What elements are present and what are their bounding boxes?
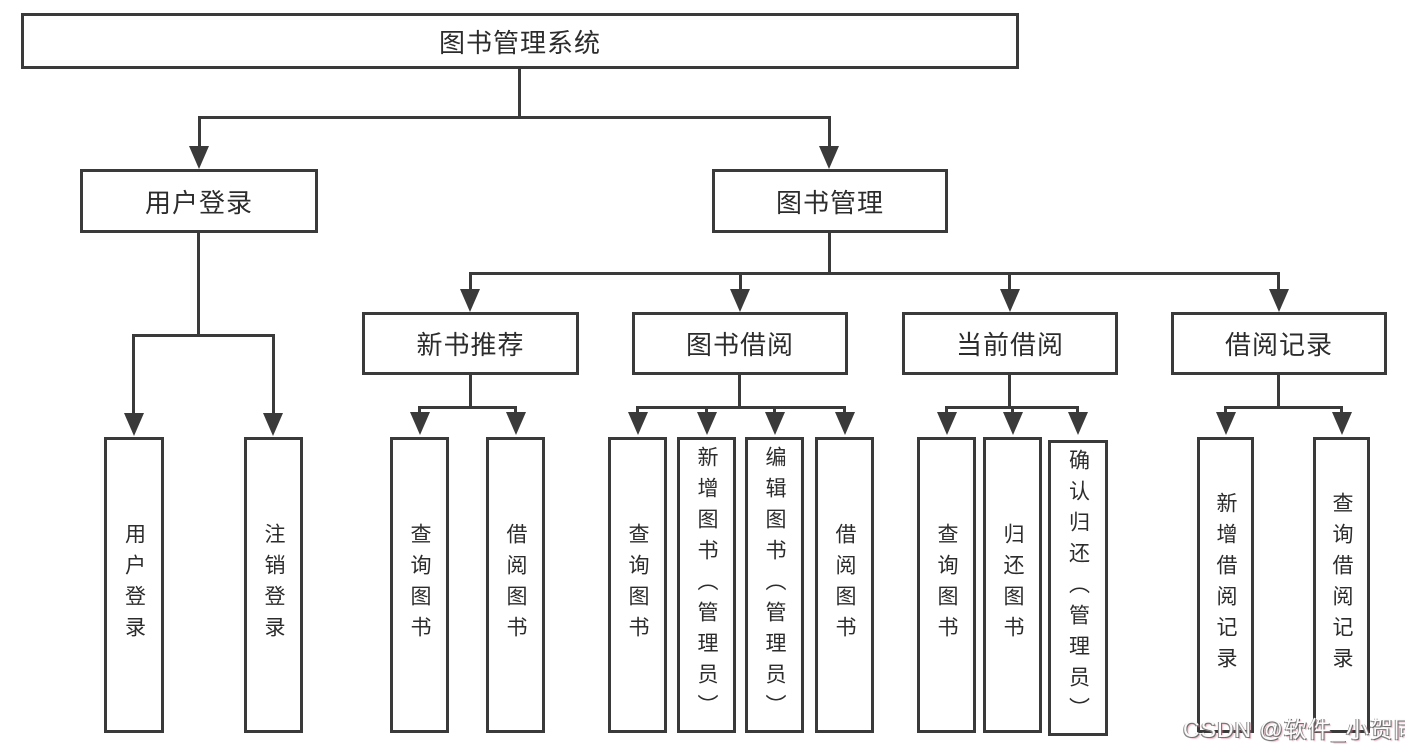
arrowhead-down-icon (410, 412, 430, 435)
connector-line (198, 116, 831, 119)
connector-line (197, 233, 200, 336)
connector-line (945, 406, 948, 415)
node-user-login: 用户登录 (80, 169, 318, 233)
connector-line (1340, 406, 1343, 415)
connector-line (773, 406, 776, 415)
node-query-books-borrowing: 查询图书 (608, 437, 667, 733)
connector-line (1277, 272, 1280, 291)
node-add-books-admin: 新增图书（管理员） (677, 437, 736, 733)
node-return-books: 归还图书 (983, 437, 1042, 733)
connector-line (1076, 406, 1079, 415)
node-query-borrow-record: 查询借阅记录 (1313, 437, 1370, 733)
node-logout-action: 注销登录 (244, 437, 303, 733)
arrowhead-down-icon (1332, 412, 1352, 435)
connector-line (132, 334, 135, 415)
connector-line (1224, 406, 1343, 409)
connector-line (636, 406, 846, 409)
arrowhead-down-icon (1068, 412, 1088, 435)
connector-line (1011, 406, 1014, 415)
connector-line (738, 375, 741, 408)
connector-line (705, 406, 708, 415)
node-current-borrowing: 当前借阅 (902, 312, 1118, 375)
arrowhead-down-icon (819, 146, 839, 169)
arrowhead-down-icon (937, 412, 957, 435)
arrowhead-down-icon (189, 146, 209, 169)
connector-line (843, 406, 846, 415)
arrowhead-down-icon (124, 413, 144, 436)
connector-line (418, 406, 421, 415)
node-borrowing-records: 借阅记录 (1171, 312, 1387, 375)
arrowhead-down-icon (765, 412, 785, 435)
node-new-book-recommend: 新书推荐 (362, 312, 579, 375)
arrowhead-down-icon (1216, 412, 1236, 435)
connector-line (469, 272, 1280, 275)
connector-line (828, 233, 831, 274)
arrowhead-down-icon (730, 289, 750, 312)
connector-line (272, 334, 275, 415)
arrowhead-down-icon (1000, 289, 1020, 312)
node-borrow-books-newbook: 借阅图书 (486, 437, 545, 733)
node-root: 图书管理系统 (21, 13, 1019, 69)
node-confirm-return-admin: 确认归还（管理员） (1048, 440, 1108, 736)
connector-line (1008, 272, 1011, 291)
node-edit-books-admin: 编辑图书（管理员） (745, 437, 804, 733)
connector-line (469, 375, 472, 408)
connector-line (636, 406, 639, 415)
arrowhead-down-icon (506, 412, 526, 435)
node-add-borrow-record: 新增借阅记录 (1197, 437, 1254, 733)
node-query-books-current: 查询图书 (917, 437, 976, 733)
arrowhead-down-icon (1003, 412, 1023, 435)
node-query-books-newbook: 查询图书 (390, 437, 449, 733)
connector-line (518, 69, 521, 118)
arrowhead-down-icon (460, 289, 480, 312)
connector-line (469, 272, 472, 291)
connector-line (514, 406, 517, 415)
connector-line (1008, 375, 1011, 408)
connector-line (132, 334, 275, 337)
arrowhead-down-icon (697, 412, 717, 435)
arrowhead-down-icon (263, 413, 283, 436)
arrowhead-down-icon (1269, 289, 1289, 312)
node-borrow-books-borrowing: 借阅图书 (815, 437, 874, 733)
connector-line (198, 116, 201, 148)
csdn-watermark: CSDN @软件_小贺同学 (1183, 716, 1405, 742)
connector-line (828, 116, 831, 148)
arrowhead-down-icon (628, 412, 648, 435)
node-book-borrowing: 图书借阅 (632, 312, 848, 375)
connector-line (1277, 375, 1280, 408)
node-user-login-action: 用户登录 (104, 437, 164, 733)
connector-line (1224, 406, 1227, 415)
connector-line (418, 406, 517, 409)
node-book-management: 图书管理 (712, 169, 948, 233)
connector-line (739, 272, 742, 291)
arrowhead-down-icon (835, 412, 855, 435)
